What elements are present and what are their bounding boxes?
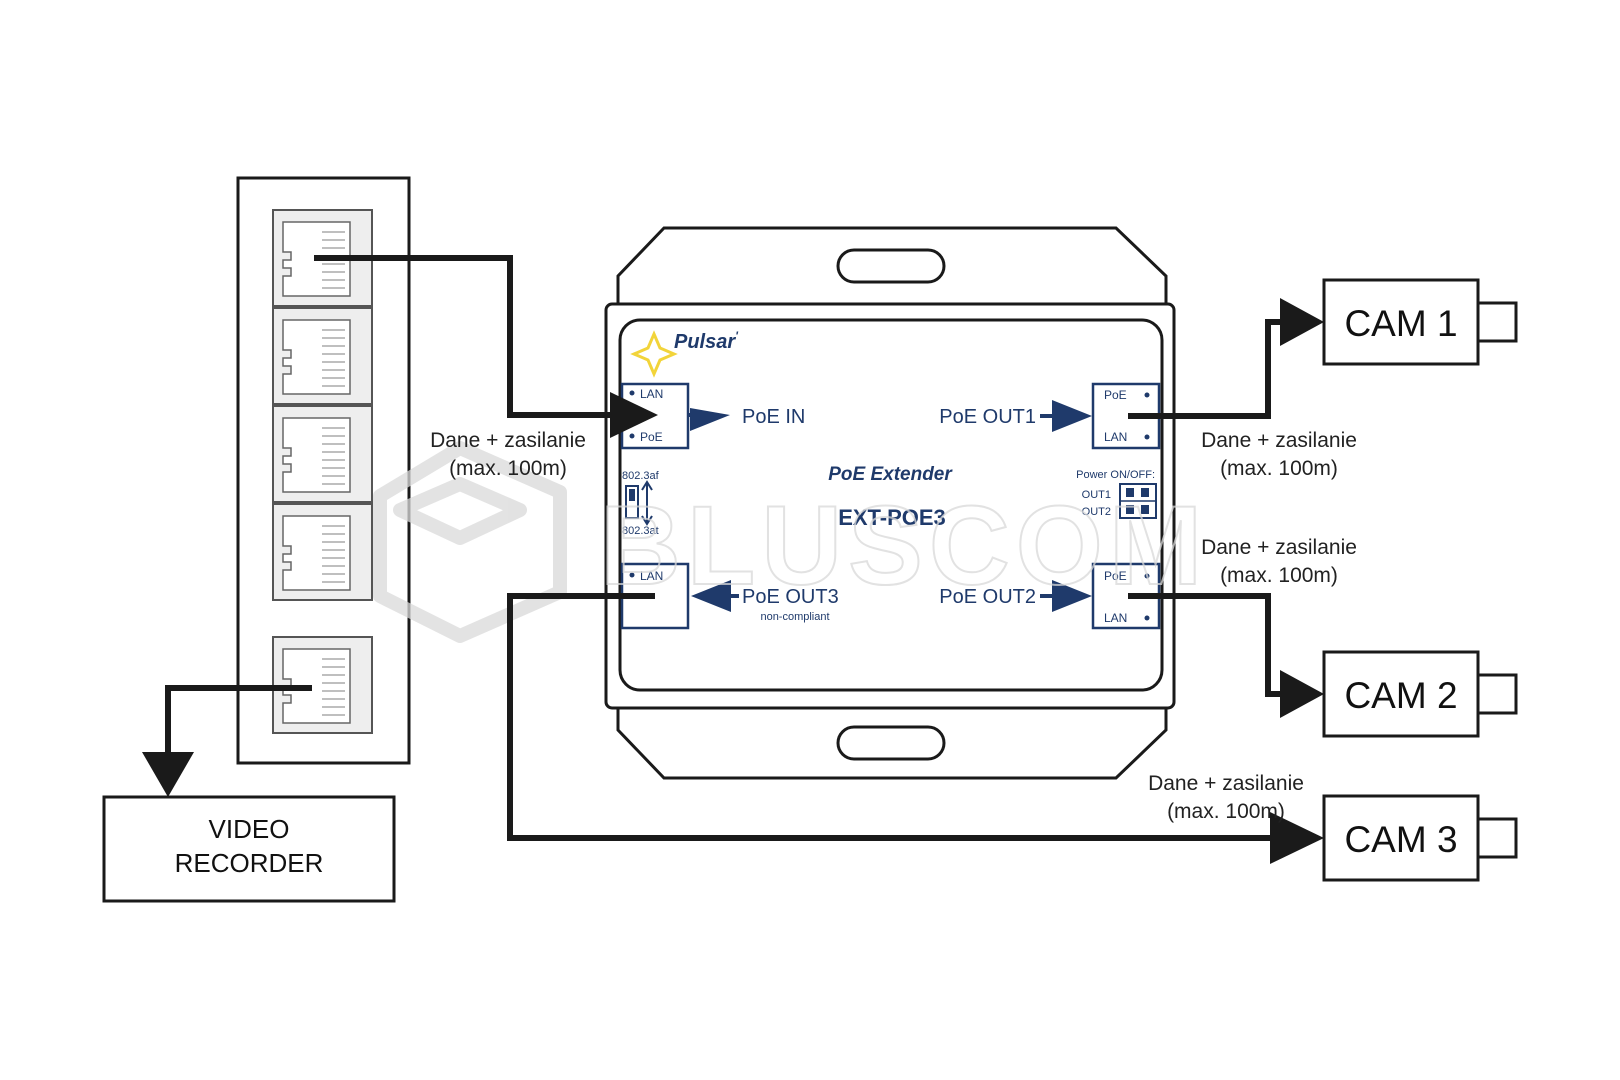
port-out1-poe-label: PoE — [1104, 388, 1127, 402]
switch-port-2 — [272, 307, 373, 405]
poe-out3-note: non-compliant — [760, 611, 829, 623]
poe-out3-label: PoE OUT3 — [742, 586, 839, 608]
arrow-into-cam2-icon — [1280, 670, 1324, 718]
poe-out1-arrow-icon — [1052, 400, 1092, 432]
poe-extender-device: Pulsar' LAN PoE PoE IN PoE LAN PoE OUT1 … — [604, 226, 1176, 780]
watermark: BLUSCOM — [373, 441, 1208, 643]
pulsar-brand-name: Pulsar' — [674, 329, 739, 353]
poe-in-label: PoE IN — [742, 406, 805, 428]
watermark-text: BLUSCOM — [600, 483, 1208, 608]
port-poe-in-lan-label: LAN — [640, 387, 663, 401]
switch-port-4 — [272, 503, 373, 601]
camera-1: CAM 1 — [1322, 278, 1518, 366]
port-out3-lan-label: LAN — [640, 569, 663, 583]
cable-switch-to-recorder — [165, 685, 312, 752]
device-front-panel — [618, 318, 1164, 692]
arrow-into-recorder-icon — [142, 752, 194, 797]
network-switch — [236, 176, 411, 765]
poe-out2-arrow-icon — [1052, 580, 1092, 612]
camera-3-lens-icon — [1476, 817, 1518, 859]
out3-cable-label-line1: Dane + zasilanie — [1148, 772, 1304, 795]
device-model: EXT-POE3 — [838, 505, 946, 530]
out2-cable-label-line1: Dane + zasilanie — [1201, 536, 1357, 559]
port-out2-poe-label: PoE — [1104, 569, 1127, 583]
poe-out2-label: PoE OUT2 — [939, 586, 1036, 608]
port-poe-in-poe-label: PoE — [640, 430, 663, 444]
arrow-into-cam1-icon — [1280, 298, 1324, 346]
cable-labels: Dane + zasilanie (max. 100m) Dane + zasi… — [430, 429, 1357, 823]
cables — [165, 255, 1294, 841]
poe-out3-arrow-icon — [691, 580, 731, 612]
port-out1-lan-label: LAN — [1104, 430, 1127, 444]
mounting-hole-bottom — [836, 725, 946, 761]
out1-cable-label-line1: Dane + zasilanie — [1201, 429, 1357, 452]
switch-port-3 — [272, 405, 373, 503]
video-recorder: VIDEO RECORDER — [102, 795, 396, 903]
power-switch-label: Power ON/OFF: — [1076, 469, 1155, 481]
in-cable-label-line1: Dane + zasilanie — [430, 429, 586, 452]
pulsar-logo: Pulsar' — [630, 329, 739, 378]
camera-1-lens-icon — [1476, 301, 1518, 343]
out2-cable-label-line2: (max. 100m) — [1220, 564, 1338, 587]
mounting-hole-top — [836, 248, 946, 284]
camera-2-lens-icon — [1476, 673, 1518, 715]
poe-out1-label: PoE OUT1 — [939, 406, 1036, 428]
in-cable-label-line2: (max. 100m) — [449, 457, 567, 480]
arrow-into-cam3-icon — [1270, 812, 1324, 864]
power-switch-block: Power ON/OFF: OUT1 OUT2 — [1076, 469, 1157, 519]
standard-selector-switch: 802.3af 802.3at — [622, 470, 660, 537]
device-subtitle: PoE Extender — [828, 464, 953, 485]
video-recorder-label-line1: VIDEO — [209, 814, 290, 844]
switch-out2-label: OUT2 — [1082, 506, 1111, 518]
camera-2: CAM 2 — [1322, 650, 1518, 738]
camera-2-label: CAM 2 — [1344, 675, 1457, 716]
pulsar-star-icon — [630, 330, 678, 378]
cable-poe-out3-to-cam3 — [507, 593, 1294, 841]
out3-cable-label-line2: (max. 100m) — [1167, 800, 1285, 823]
camera-1-label: CAM 1 — [1344, 303, 1457, 344]
arrow-into-poe-in-icon — [610, 392, 658, 438]
camera-3: CAM 3 — [1322, 794, 1518, 882]
out1-cable-label-line2: (max. 100m) — [1220, 457, 1338, 480]
mode-at-label: 802.3at — [622, 525, 659, 537]
video-recorder-label-line2: RECORDER — [175, 848, 324, 878]
camera-3-label: CAM 3 — [1344, 819, 1457, 860]
cable-switch-to-poe-in — [314, 255, 622, 418]
switch-out1-label: OUT1 — [1082, 489, 1111, 501]
mode-af-label: 802.3af — [622, 470, 660, 482]
port-out2-lan-label: LAN — [1104, 611, 1127, 625]
watermark-logo-icon — [373, 441, 567, 643]
cable-arrowheads — [142, 298, 1324, 864]
